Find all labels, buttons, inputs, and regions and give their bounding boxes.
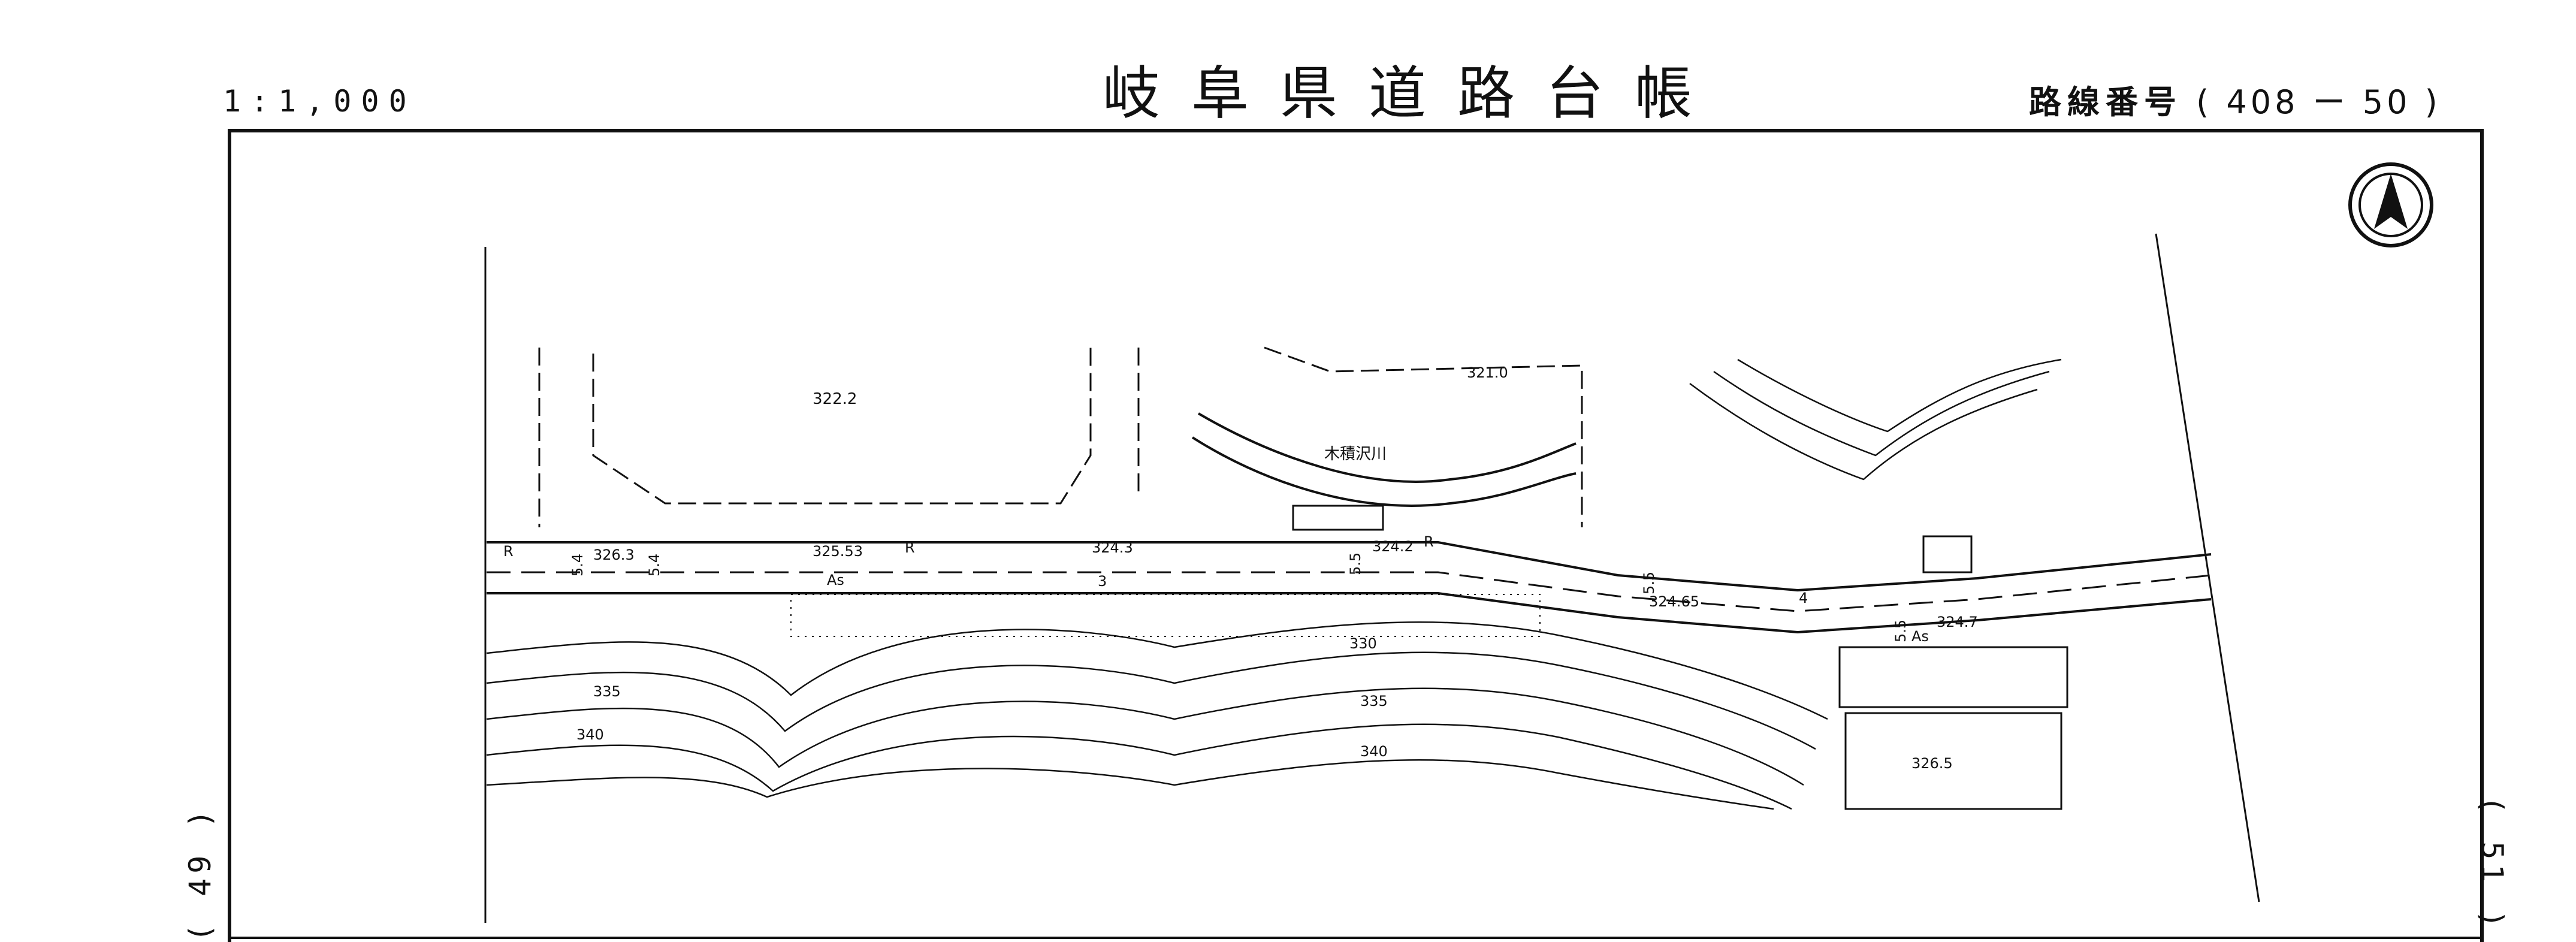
hatched-structure bbox=[1292, 505, 1384, 531]
contour-label-340-b: 340 bbox=[1360, 743, 1388, 760]
road-symbol-as-2: As bbox=[1911, 628, 1929, 645]
north-arrow-icon bbox=[2348, 162, 2433, 247]
road-symbol-r-2: R bbox=[905, 539, 915, 556]
elevation-322-2: 322.2 bbox=[813, 390, 857, 408]
road-centerline bbox=[487, 571, 2212, 612]
elevation-324-3: 324.3 bbox=[1092, 539, 1133, 556]
road-edge-south bbox=[487, 592, 2212, 634]
river bbox=[1191, 412, 1577, 507]
elevation-326-3: 326.3 bbox=[593, 547, 635, 563]
survey-boundary-right bbox=[2155, 233, 2260, 902]
contour-label-335-b: 335 bbox=[1360, 693, 1388, 709]
road-edge-north bbox=[487, 541, 2212, 592]
elevation-324-65: 324.65 bbox=[1649, 593, 1699, 610]
width-5-4-a: 5.4 bbox=[569, 554, 586, 576]
width-5-4-b: 5.4 bbox=[646, 554, 663, 576]
road-symbol-as-1: As bbox=[827, 572, 844, 588]
route-number-value: ( 408 ー 50 ) bbox=[2196, 83, 2441, 121]
map-scale: 1:1,000 bbox=[223, 84, 416, 119]
contour-label-330: 330 bbox=[1349, 635, 1377, 652]
width-5-5-b: 5.5 bbox=[1641, 572, 1657, 594]
river-name: 木積沢川 bbox=[1324, 445, 1387, 463]
segment-number-4: 4 bbox=[1799, 590, 1808, 606]
building-plots bbox=[1838, 535, 2068, 810]
elevation-326-5: 326.5 bbox=[1911, 755, 1953, 772]
map-title: 岐阜県道路台帳 bbox=[1103, 60, 1723, 127]
elevation-325-53: 325.53 bbox=[813, 543, 863, 560]
elevation-324-7: 324.7 bbox=[1937, 614, 1978, 630]
road-symbol-r-1: R bbox=[503, 543, 514, 560]
contours bbox=[486, 621, 1828, 810]
contours-northeast bbox=[1689, 358, 2062, 481]
road-symbol-r-3: R bbox=[1424, 533, 1434, 550]
road bbox=[487, 541, 2212, 634]
width-5-5-c: 5.5 bbox=[1892, 620, 1909, 642]
property-boundaries bbox=[538, 342, 1583, 527]
route-number-label: 路線番号 bbox=[2029, 83, 2182, 121]
elevation-321-0: 321.0 bbox=[1467, 364, 1508, 381]
map-frame bbox=[228, 129, 2484, 942]
contour-label-340-a: 340 bbox=[576, 726, 604, 743]
elevation-324-2: 324.2 bbox=[1372, 538, 1414, 555]
segment-number-3: 3 bbox=[1098, 573, 1107, 590]
width-5-5-a: 5.5 bbox=[1347, 552, 1364, 575]
route-number: 路線番号 ( 408 ー 50 ) bbox=[2029, 76, 2441, 123]
gravel-shoulder bbox=[790, 594, 1541, 637]
contour-label-335-a: 335 bbox=[593, 683, 621, 700]
